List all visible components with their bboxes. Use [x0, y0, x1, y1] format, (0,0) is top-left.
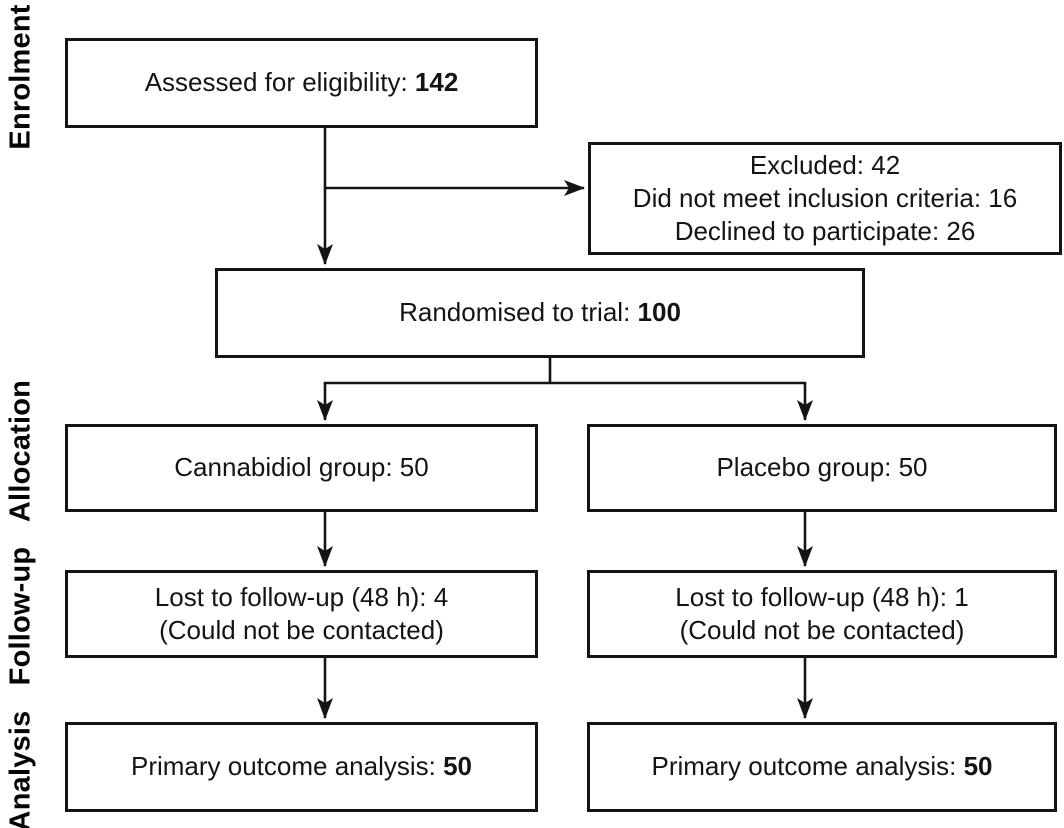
box-value: 100: [637, 297, 681, 328]
box-excluded: Excluded: 42 Did not meet inclusion crit…: [588, 142, 1062, 255]
box-primary-outcome-cannabidiol: Primary outcome analysis: 50: [65, 722, 538, 812]
box-label: Assessed for eligibility:: [144, 67, 415, 98]
box-line: Declined to participate: 26: [674, 216, 976, 247]
box-line: Lost to follow-up (48 h): 4: [154, 581, 449, 612]
box-line: Excluded: 42: [749, 149, 901, 180]
box-assessed-eligibility: Assessed for eligibility: 142: [65, 38, 538, 128]
box-text: Randomised to trial: 100: [399, 296, 681, 329]
box-label: Primary outcome analysis:: [130, 751, 444, 782]
box-text: Primary outcome analysis: 50: [651, 750, 992, 783]
box-text: Primary outcome analysis: 50: [131, 750, 472, 783]
box-placebo-group: Placebo group: 50: [587, 424, 1057, 512]
box-label: Randomised to trial:: [399, 297, 638, 328]
stage-label-allocation: Allocation: [4, 379, 37, 523]
box-primary-outcome-placebo: Primary outcome analysis: 50: [587, 722, 1057, 812]
box-randomised: Randomised to trial: 100: [215, 268, 865, 358]
box-value: 142: [414, 67, 459, 98]
box-lost-followup-placebo: Lost to follow-up (48 h): 1 (Could not b…: [587, 570, 1057, 658]
box-text: Cannabidiol group: 50: [174, 452, 429, 483]
box-value: 50: [443, 751, 473, 782]
stage-label-follow-up: Follow-up: [4, 546, 37, 686]
box-lost-followup-cannabidiol: Lost to follow-up (48 h): 4 (Could not b…: [65, 570, 538, 658]
box-text: Assessed for eligibility: 142: [145, 66, 459, 99]
box-line: (Could not be contacted): [159, 615, 444, 645]
box-line: Lost to follow-up (48 h): 1: [675, 581, 969, 612]
stage-label-analysis: Analysis: [4, 710, 37, 828]
box-text: Placebo group: 50: [716, 452, 928, 483]
box-cannabidiol-group: Cannabidiol group: 50: [65, 424, 538, 512]
box-label: Primary outcome analysis:: [651, 751, 964, 782]
box-value: 50: [963, 751, 993, 782]
stage-label-enrolment: Enrolment: [4, 4, 37, 150]
box-line: (Could not be contacted): [679, 615, 965, 645]
box-line: Did not meet inclusion criteria: 16: [632, 182, 1018, 213]
